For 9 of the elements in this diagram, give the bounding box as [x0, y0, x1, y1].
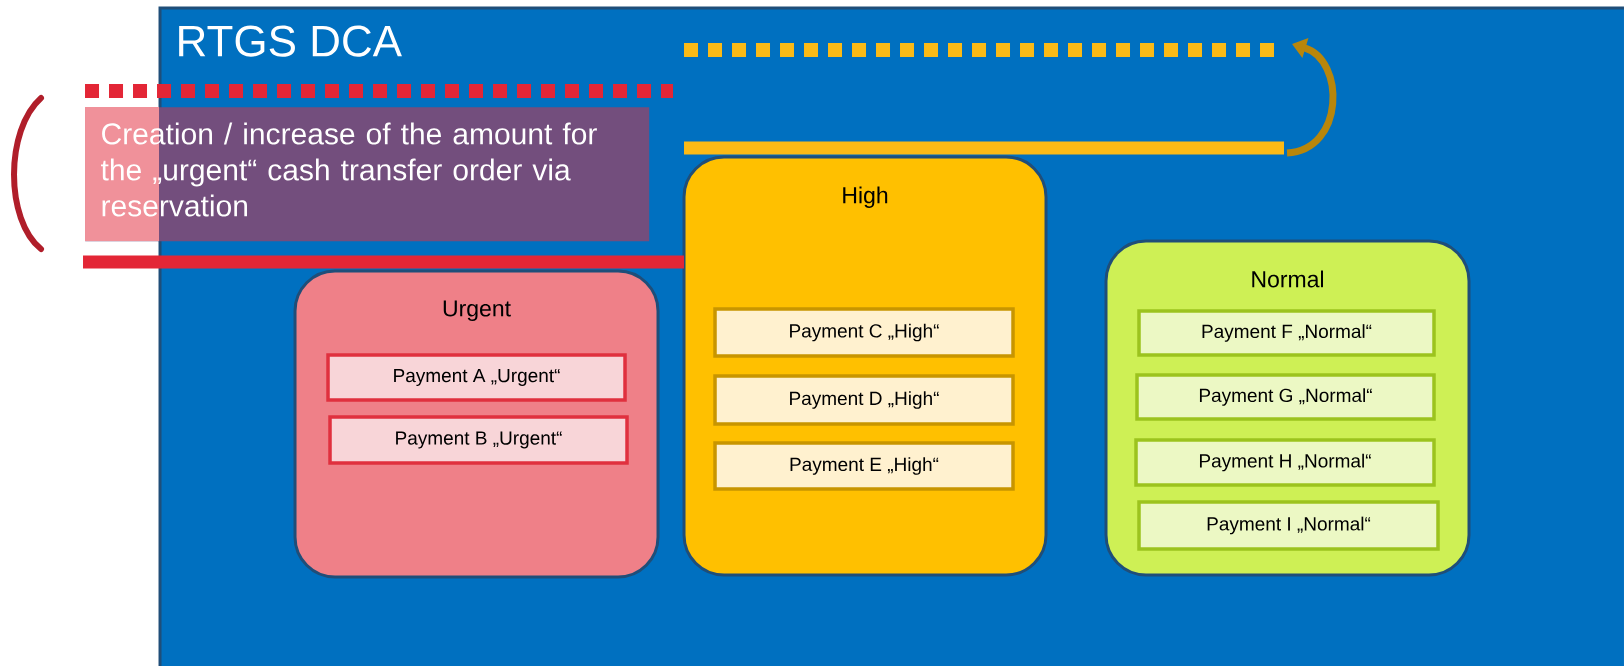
payment-box: Payment D „High“ [713, 374, 1015, 426]
payment-box: Payment E „High“ [713, 441, 1015, 491]
payment-box: Payment F „Normal“ [1137, 309, 1436, 357]
payment-box: Payment I „Normal“ [1137, 500, 1440, 551]
payment-box: Payment H „Normal“ [1134, 438, 1436, 487]
payment-box: Payment A „Urgent“ [326, 353, 627, 402]
payment-box: Payment G „Normal“ [1135, 373, 1436, 421]
payment-box: Payment C „High“ [713, 307, 1015, 358]
payment-box: Payment B „Urgent“ [328, 415, 629, 465]
